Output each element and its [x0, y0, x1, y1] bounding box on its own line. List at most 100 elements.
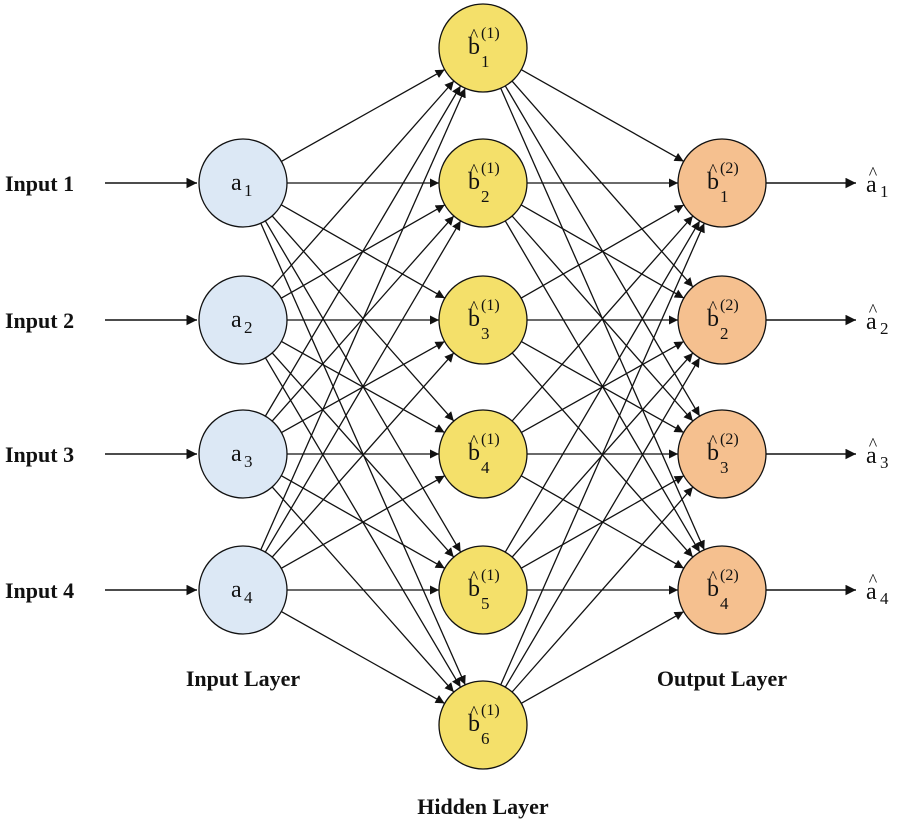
input-label-2: Input 2 — [5, 308, 74, 333]
connections — [260, 69, 705, 704]
node-circle — [198, 409, 288, 499]
hidden-node-6: ^b6(1) — [438, 680, 528, 770]
hidden-node-2: ^b2 (1) — [438, 138, 528, 228]
edge-input4-hidden2 — [264, 220, 462, 553]
hat-glyph: ^ — [470, 160, 479, 180]
node-subscript: 5 — [481, 594, 490, 613]
node-circle — [198, 275, 288, 365]
edge-input3-hidden1 — [264, 85, 462, 417]
edge-hidden6-output4 — [520, 611, 685, 704]
input-label-1: Input 1 — [5, 171, 74, 196]
node-subscript: 2 — [244, 318, 253, 337]
edge-hidden6-output3 — [511, 486, 694, 693]
node-letter: b — [468, 440, 480, 466]
hat-glyph: ^ — [869, 163, 878, 183]
hat-glyph: ^ — [470, 702, 479, 722]
output-label-letter: a — [866, 172, 877, 198]
hat-glyph: ^ — [470, 297, 479, 317]
node-circle — [438, 680, 528, 770]
node-circle — [438, 138, 528, 228]
node-superscript: (1) — [481, 567, 500, 584]
output-node-3: ^b3 (2) — [677, 409, 767, 499]
input-layer-label: Input Layer — [186, 666, 301, 691]
node-superscript: (2) — [720, 567, 739, 584]
hat-glyph: ^ — [470, 567, 479, 587]
edge-hidden4-output1 — [511, 215, 694, 422]
node-subscript: 4 — [481, 458, 490, 477]
node-superscript: (1) — [481, 297, 500, 314]
hat-glyph: ^ — [709, 431, 718, 451]
node-circle — [677, 409, 767, 499]
edge-hidden1-output1 — [520, 69, 685, 162]
node-subscript: 3 — [244, 452, 253, 471]
hidden-node-1: ^b1 (1) — [438, 3, 528, 93]
hat-glyph: ^ — [869, 434, 878, 454]
edge-hidden3-output1 — [520, 204, 685, 299]
output-label-letter: a — [866, 579, 877, 605]
node-subscript: 1 — [481, 52, 490, 71]
node-circle — [438, 3, 528, 93]
node-letter: a — [231, 577, 242, 603]
node-circle — [677, 275, 767, 365]
node-letter: b — [707, 306, 719, 332]
hat-glyph: ^ — [709, 297, 718, 317]
node-subscript: 4 — [720, 594, 729, 613]
io-arrows — [105, 177, 856, 596]
hidden-node-4: ^b4 (1) — [438, 409, 528, 499]
hidden-node-3: ^b3 (1) — [438, 275, 528, 365]
edge-input1-hidden1 — [281, 69, 445, 162]
node-letter: b — [468, 169, 480, 195]
output-label-sub: 1 — [880, 182, 889, 201]
hat-glyph: ^ — [709, 160, 718, 180]
input-label-4: Input 4 — [5, 578, 74, 603]
edge-input4-hidden1 — [260, 87, 466, 551]
node-subscript: 1 — [720, 187, 729, 206]
node-subscript: 3 — [481, 324, 490, 343]
edge-input4-hidden4 — [280, 475, 446, 569]
node-subscript: 1 — [244, 181, 253, 200]
hidden-node-5: ^b5(1) — [438, 545, 528, 635]
node-letter: b — [468, 711, 480, 737]
output-label-sub: 3 — [880, 453, 889, 472]
node-letter: b — [707, 169, 719, 195]
hat-glyph: ^ — [470, 25, 479, 45]
node-letter: b — [707, 576, 719, 602]
node-letter: b — [468, 34, 480, 60]
node-superscript: (2) — [720, 297, 739, 314]
output-node-2: ^b2 (2) — [677, 275, 767, 365]
output-label-sub: 2 — [880, 319, 889, 338]
node-superscript: (1) — [481, 25, 500, 42]
labels: Input Layer Hidden Layer Output Layer In… — [5, 163, 889, 819]
hat-glyph: ^ — [709, 567, 718, 587]
edge-hidden6-output2 — [504, 357, 701, 688]
node-superscript: (2) — [720, 431, 739, 448]
edge-input4-hidden3 — [271, 352, 455, 558]
output-node-1: ^b1(2) — [677, 138, 767, 228]
node-letter: b — [468, 306, 480, 332]
node-subscript: 2 — [481, 187, 490, 206]
node-subscript: 3 — [720, 458, 729, 477]
node-superscript: (1) — [481, 431, 500, 448]
output-label-letter: a — [866, 443, 877, 469]
node-circle — [677, 138, 767, 228]
hat-glyph: ^ — [470, 431, 479, 451]
node-circle — [438, 275, 528, 365]
output-layer-label: Output Layer — [657, 666, 787, 691]
node-circle — [677, 545, 767, 635]
node-subscript: 2 — [720, 324, 729, 343]
node-subscript: 6 — [481, 729, 490, 748]
node-superscript: (1) — [481, 160, 500, 177]
node-letter: b — [707, 440, 719, 466]
edge-hidden5-output1 — [504, 220, 701, 553]
edge-hidden6-output1 — [500, 222, 705, 686]
node-circle — [438, 409, 528, 499]
